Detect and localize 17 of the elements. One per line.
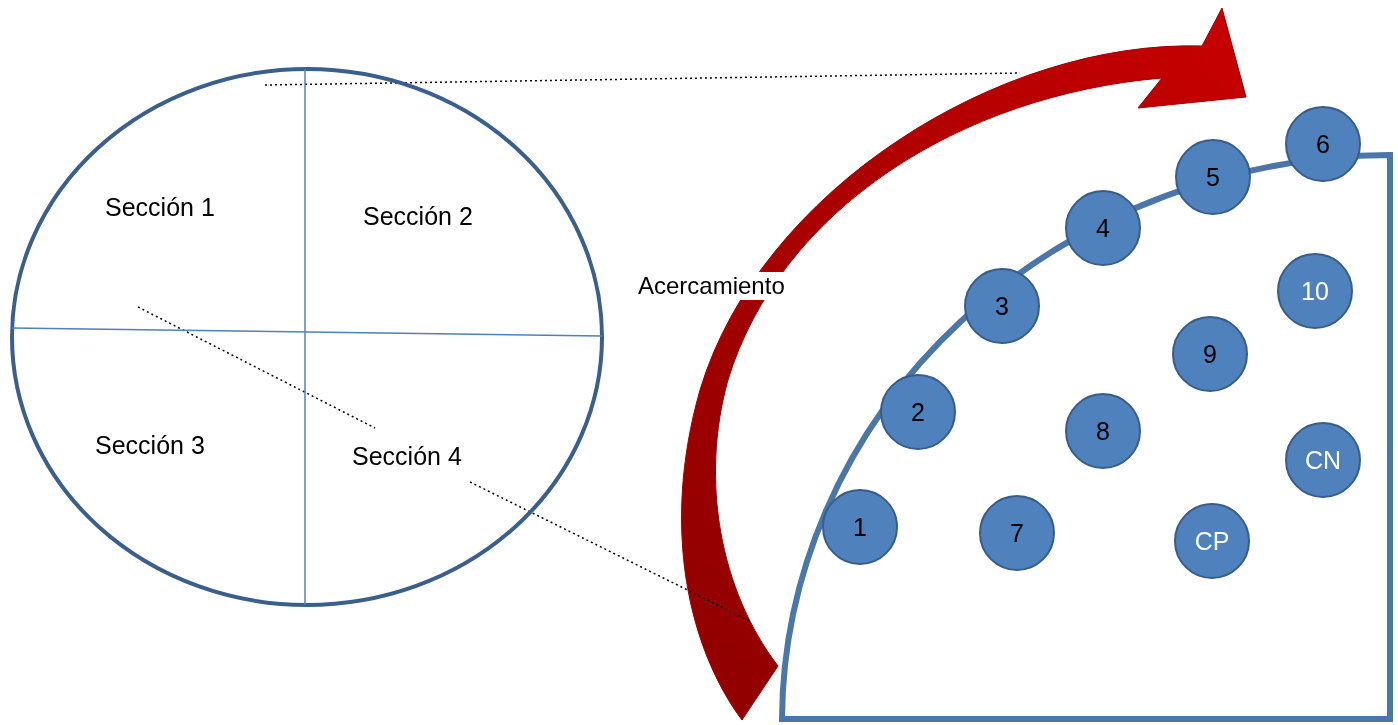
numbered-circle: 4: [1065, 190, 1141, 266]
section-label: Sección 1: [105, 193, 215, 222]
section-label: Sección 2: [363, 202, 473, 231]
arrow-caption: Acercamiento: [636, 272, 787, 300]
numbered-circle: 7: [979, 495, 1055, 571]
numbered-circle: 3: [964, 268, 1040, 344]
numbered-circle: 9: [1172, 316, 1248, 392]
numbered-circle: 2: [880, 374, 956, 450]
numbered-circle: 10: [1277, 253, 1353, 329]
section-label: Sección 3: [95, 431, 205, 460]
numbered-circle: CP: [1174, 503, 1250, 579]
numbered-circle: 6: [1285, 106, 1361, 182]
numbered-circle: 8: [1065, 393, 1141, 469]
numbered-circle: CN: [1285, 422, 1361, 498]
section-label: Sección 4: [352, 442, 462, 471]
numbered-circle: 1: [822, 489, 898, 565]
numbered-circle: 5: [1175, 139, 1251, 215]
